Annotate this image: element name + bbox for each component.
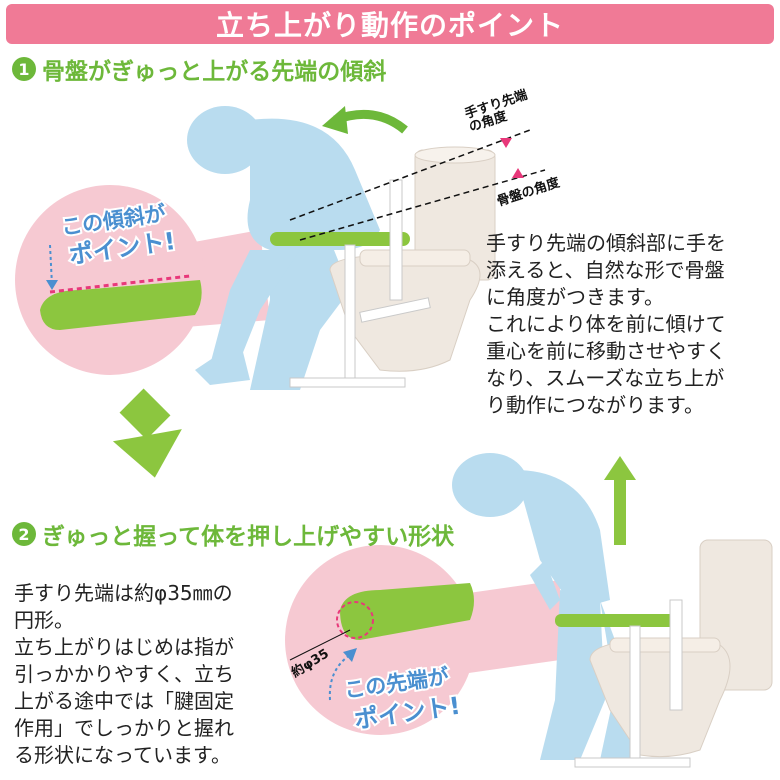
handrail1 xyxy=(270,179,431,388)
up-arrow-head xyxy=(604,456,636,480)
callout2-arrow-line xyxy=(328,654,351,701)
callout2-arrow-head xyxy=(343,648,357,662)
callout1-handrail-tip xyxy=(40,280,202,330)
section2-heading: 2 ぎゅっと握って体を押し上げやすい形状 xyxy=(12,517,454,551)
section1-heading-text: 骨盤がぎゅっと上がる先端の傾斜 xyxy=(42,59,387,85)
pelvis-angle-marker xyxy=(512,168,524,178)
callout1-circle xyxy=(15,185,205,375)
handrail-angle-line xyxy=(289,129,531,221)
callout2-circle xyxy=(285,545,475,735)
callout2-handrail-tip xyxy=(340,583,474,640)
section2-number-badge: 2 xyxy=(12,522,36,546)
section2-heading-text: ぎゅっと握って体を押し上げやすい形状 xyxy=(42,524,455,550)
section1-body-text: 手すり先端の傾斜部に手を 添えると、自然な形で骨盤 に角度がつきます。 これによ… xyxy=(486,231,726,417)
section1-heading: 1 骨盤がぎゅっと上がる先端の傾斜 xyxy=(12,52,386,86)
figure1-silhouette xyxy=(187,106,380,390)
callout1-arrow-head xyxy=(46,280,58,290)
diameter-circle xyxy=(336,601,374,639)
section1-number-badge: 1 xyxy=(12,57,36,81)
down-arrow-body xyxy=(119,388,171,440)
down-arrow-head xyxy=(112,429,182,478)
handrail2 xyxy=(555,599,691,768)
callout1-slope-line xyxy=(49,274,191,294)
section2-body-text: 手すり先端は約φ35㎜の 円形。 立ち上がりはじめは指が 引っかかりやすく、立ち… xyxy=(14,581,234,767)
page-title: 立ち上がり動作のポイント xyxy=(215,9,564,42)
rotate-arrow-head xyxy=(322,106,348,134)
title-banner: 立ち上がり動作のポイント xyxy=(6,4,774,44)
figure2-silhouette xyxy=(452,453,640,760)
diameter-leader-line xyxy=(289,629,351,661)
handrail-angle-marker xyxy=(500,138,512,148)
pelvis-angle-line xyxy=(299,169,546,241)
callout1-arrow-line xyxy=(49,244,53,286)
up-arrow-body xyxy=(614,475,626,545)
